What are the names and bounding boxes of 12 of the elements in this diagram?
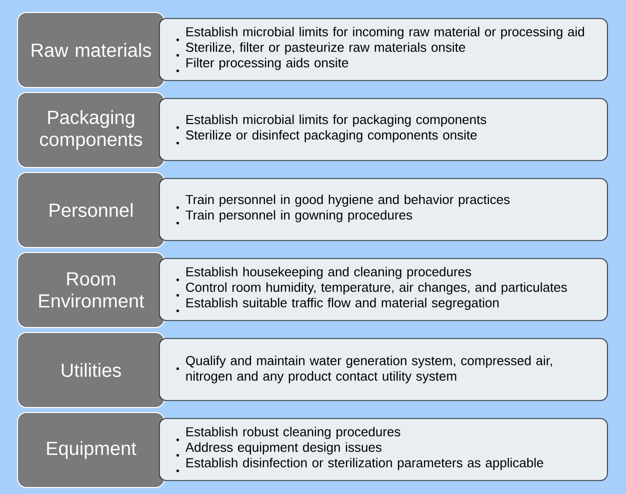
bullet-list-box: Establish housekeeping and cleaning procedures Control room humidity, temperature, air changes, and particulates Establish suitable traffic flow and material segregation (159, 258, 608, 321)
category-box: Room Environment (17, 252, 165, 328)
bullet-list-box: Establish robust cleaning procedures Address equipment design issues Establish disinfection or sterilization parameters as applicable (159, 418, 608, 481)
bullet-list-box: Train personnel in good hygiene and behavior practices Train personnel in gowning procedures (159, 178, 608, 241)
category-box: Equipment (17, 412, 165, 488)
bullet-list-box: Establish microbial limits for incoming raw material or processing aid Sterilize, filter or pasteurize raw materials onsite Filter processing aids onsite (159, 18, 608, 81)
category-box: Utilities (17, 332, 165, 408)
category-box: Personnel (17, 172, 165, 248)
bullet-list-box: Establish microbial limits for packaging components Sterilize or disinfect packaging components onsite (159, 98, 608, 161)
bullet-list-box: Qualify and maintain water generation system, compressed air, nitrogen and any product contact utility system (159, 338, 608, 401)
category-box: Raw materials (17, 12, 165, 88)
category-box: Packaging components (17, 92, 165, 168)
